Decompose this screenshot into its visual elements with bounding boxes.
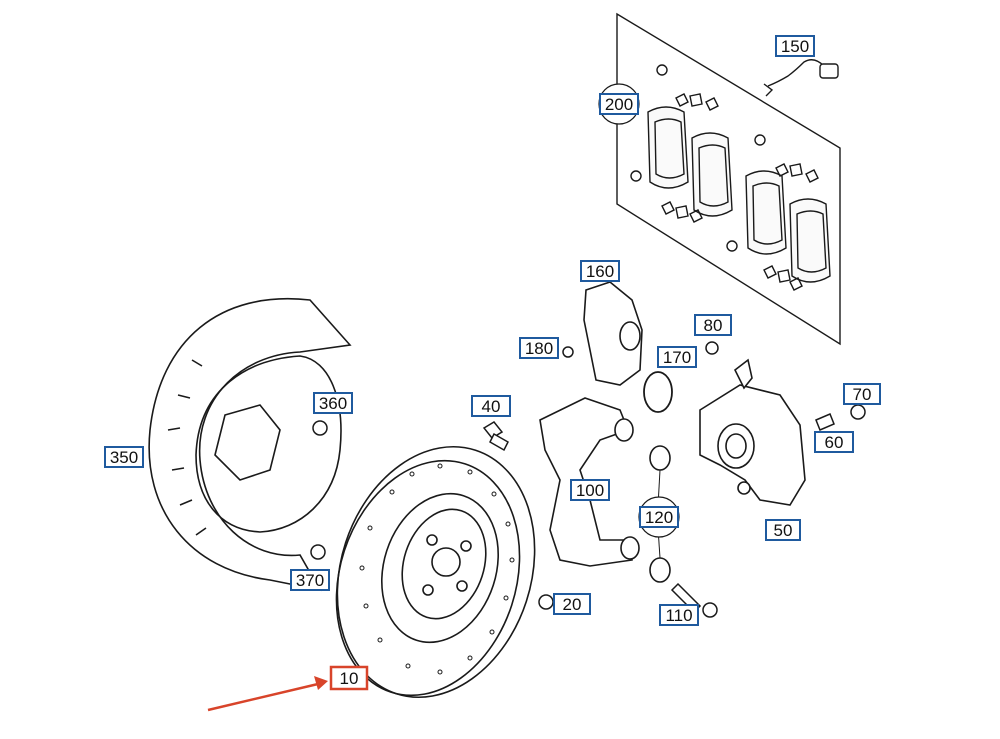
callout-200[interactable]: 200 [598,83,640,125]
callout-110[interactable]: 110 [659,604,699,626]
callout-150[interactable]: 150 [775,35,815,57]
pointer-arrow [207,676,328,712]
wear-sensor[interactable] [763,59,839,97]
callout-180-label: 180 [525,339,553,358]
callout-120-label: 120 [645,508,673,527]
callout-350-label: 350 [110,448,138,467]
panel-screws [630,64,766,252]
dust-cap-70[interactable] [850,404,866,420]
callout-160-label: 160 [586,262,614,281]
callout-50[interactable]: 50 [765,519,801,541]
callout-100[interactable]: 100 [570,479,610,501]
callout-10-highlighted[interactable]: 10 [329,665,369,691]
disc-cross-drill-holes [359,463,515,675]
brake-disc[interactable] [306,421,566,723]
screw-360[interactable] [312,420,328,436]
brake-pad-2[interactable] [691,132,733,217]
callout-60[interactable]: 60 [814,431,854,453]
callout-150-label: 150 [781,37,809,56]
screw-370[interactable] [310,544,326,560]
callout-40-label: 40 [482,397,501,416]
parking-brake-actuator[interactable] [583,281,643,386]
callout-80[interactable]: 80 [694,314,732,336]
callout-200-label: 200 [605,95,633,114]
callout-20[interactable]: 20 [553,593,591,615]
pad-clips [661,93,819,291]
callout-370-label: 370 [296,571,324,590]
screw-20[interactable] [538,594,554,610]
bleed-screw-60[interactable] [815,413,835,431]
callout-180[interactable]: 180 [519,337,559,359]
brake-pad-kit-panel [616,12,841,346]
callout-70[interactable]: 70 [843,383,881,405]
callout-80-label: 80 [704,316,723,335]
guide-bushings[interactable] [649,445,671,583]
brake-caliper[interactable] [699,358,806,506]
brake-pad-3[interactable] [745,170,787,255]
brake-pad-4[interactable] [789,198,831,283]
brake-pad-1[interactable] [647,106,689,189]
callout-360[interactable]: 360 [313,392,353,414]
callout-360-label: 360 [319,394,347,413]
callout-120[interactable]: 120 [638,496,680,538]
callout-70-label: 70 [853,385,872,404]
callout-20-label: 20 [563,595,582,614]
callout-60-label: 60 [825,433,844,452]
callout-40[interactable]: 40 [471,395,511,417]
callout-50-label: 50 [774,521,793,540]
callout-170[interactable]: 170 [657,346,697,368]
callout-10-label: 10 [340,669,359,688]
callout-110-label: 110 [665,606,692,625]
bolt-40[interactable] [482,421,509,452]
o-ring[interactable] [643,371,673,413]
caliper-carrier[interactable] [539,397,640,567]
callout-350[interactable]: 350 [104,446,144,468]
screw-80[interactable] [705,341,719,355]
callout-160[interactable]: 160 [580,260,620,282]
brake-dust-shield[interactable] [148,298,352,592]
callout-170-label: 170 [663,348,691,367]
screw-180[interactable] [562,346,574,358]
callout-100-label: 100 [576,481,604,500]
callout-370[interactable]: 370 [290,569,330,591]
